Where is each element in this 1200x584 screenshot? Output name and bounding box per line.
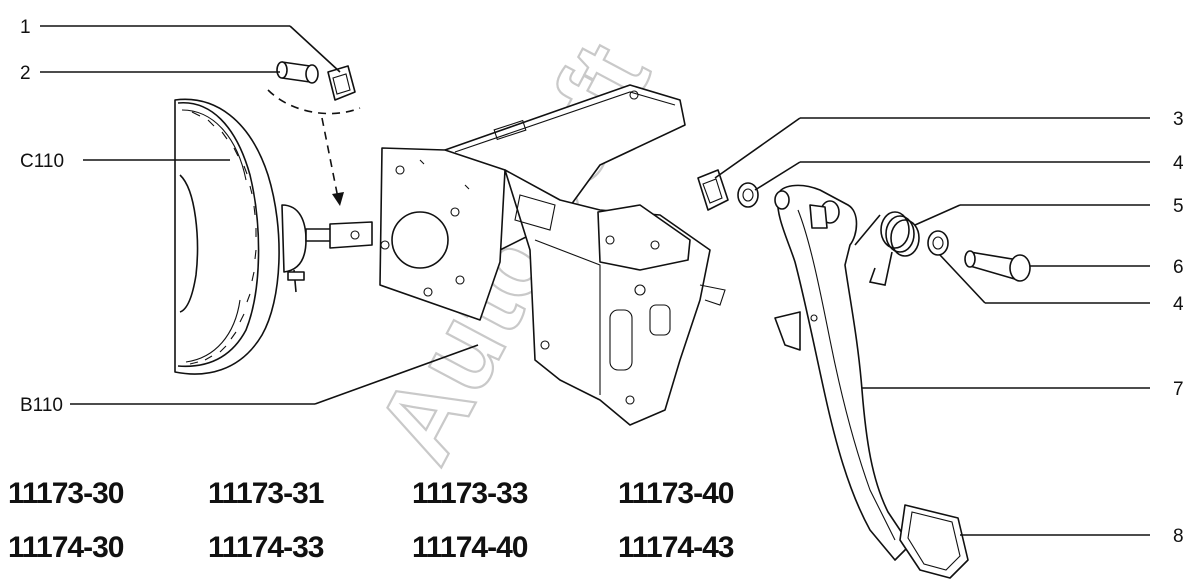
- model-number: 11173-33: [412, 477, 528, 510]
- callout-6: 6: [1173, 257, 1184, 278]
- model-numbers: 11173-30 11173-31 11173-33 11173-40 1117…: [8, 477, 735, 564]
- axle-pin-part-6: [964, 250, 1031, 282]
- pin-part-2: [276, 61, 319, 84]
- bushing-part-4-left: [737, 182, 759, 208]
- model-number: 11174-43: [618, 531, 734, 564]
- pedal-pad-part-8: [899, 504, 969, 579]
- brake-pedal-part-7: [774, 184, 911, 561]
- callout-b110: B110: [20, 395, 63, 416]
- callout-5: 5: [1173, 196, 1184, 217]
- clip-part-3: [697, 169, 729, 211]
- leader-lines: [40, 25, 1150, 536]
- spring-clip-part-1: [327, 65, 356, 101]
- callout-3: 3: [1173, 109, 1184, 130]
- return-spring-part-5: [854, 211, 920, 286]
- bushing-part-4-right: [927, 230, 949, 256]
- model-number: 11174-30: [8, 531, 124, 564]
- model-number: 11173-40: [618, 477, 734, 510]
- model-number: 11174-33: [208, 531, 324, 564]
- model-number: 11173-30: [8, 477, 124, 510]
- brake-booster: [174, 98, 373, 375]
- callout-2: 2: [20, 63, 31, 84]
- callout-1: 1: [20, 17, 31, 38]
- pedal-bracket: [379, 84, 726, 426]
- callout-4-bottom: 4: [1173, 294, 1184, 315]
- callout-8: 8: [1173, 526, 1184, 547]
- callout-7: 7: [1173, 379, 1184, 400]
- callout-4-top: 4: [1173, 153, 1184, 174]
- model-number: 11174-40: [412, 531, 528, 564]
- model-number: 11173-31: [208, 477, 324, 510]
- callout-c110: C110: [20, 151, 64, 172]
